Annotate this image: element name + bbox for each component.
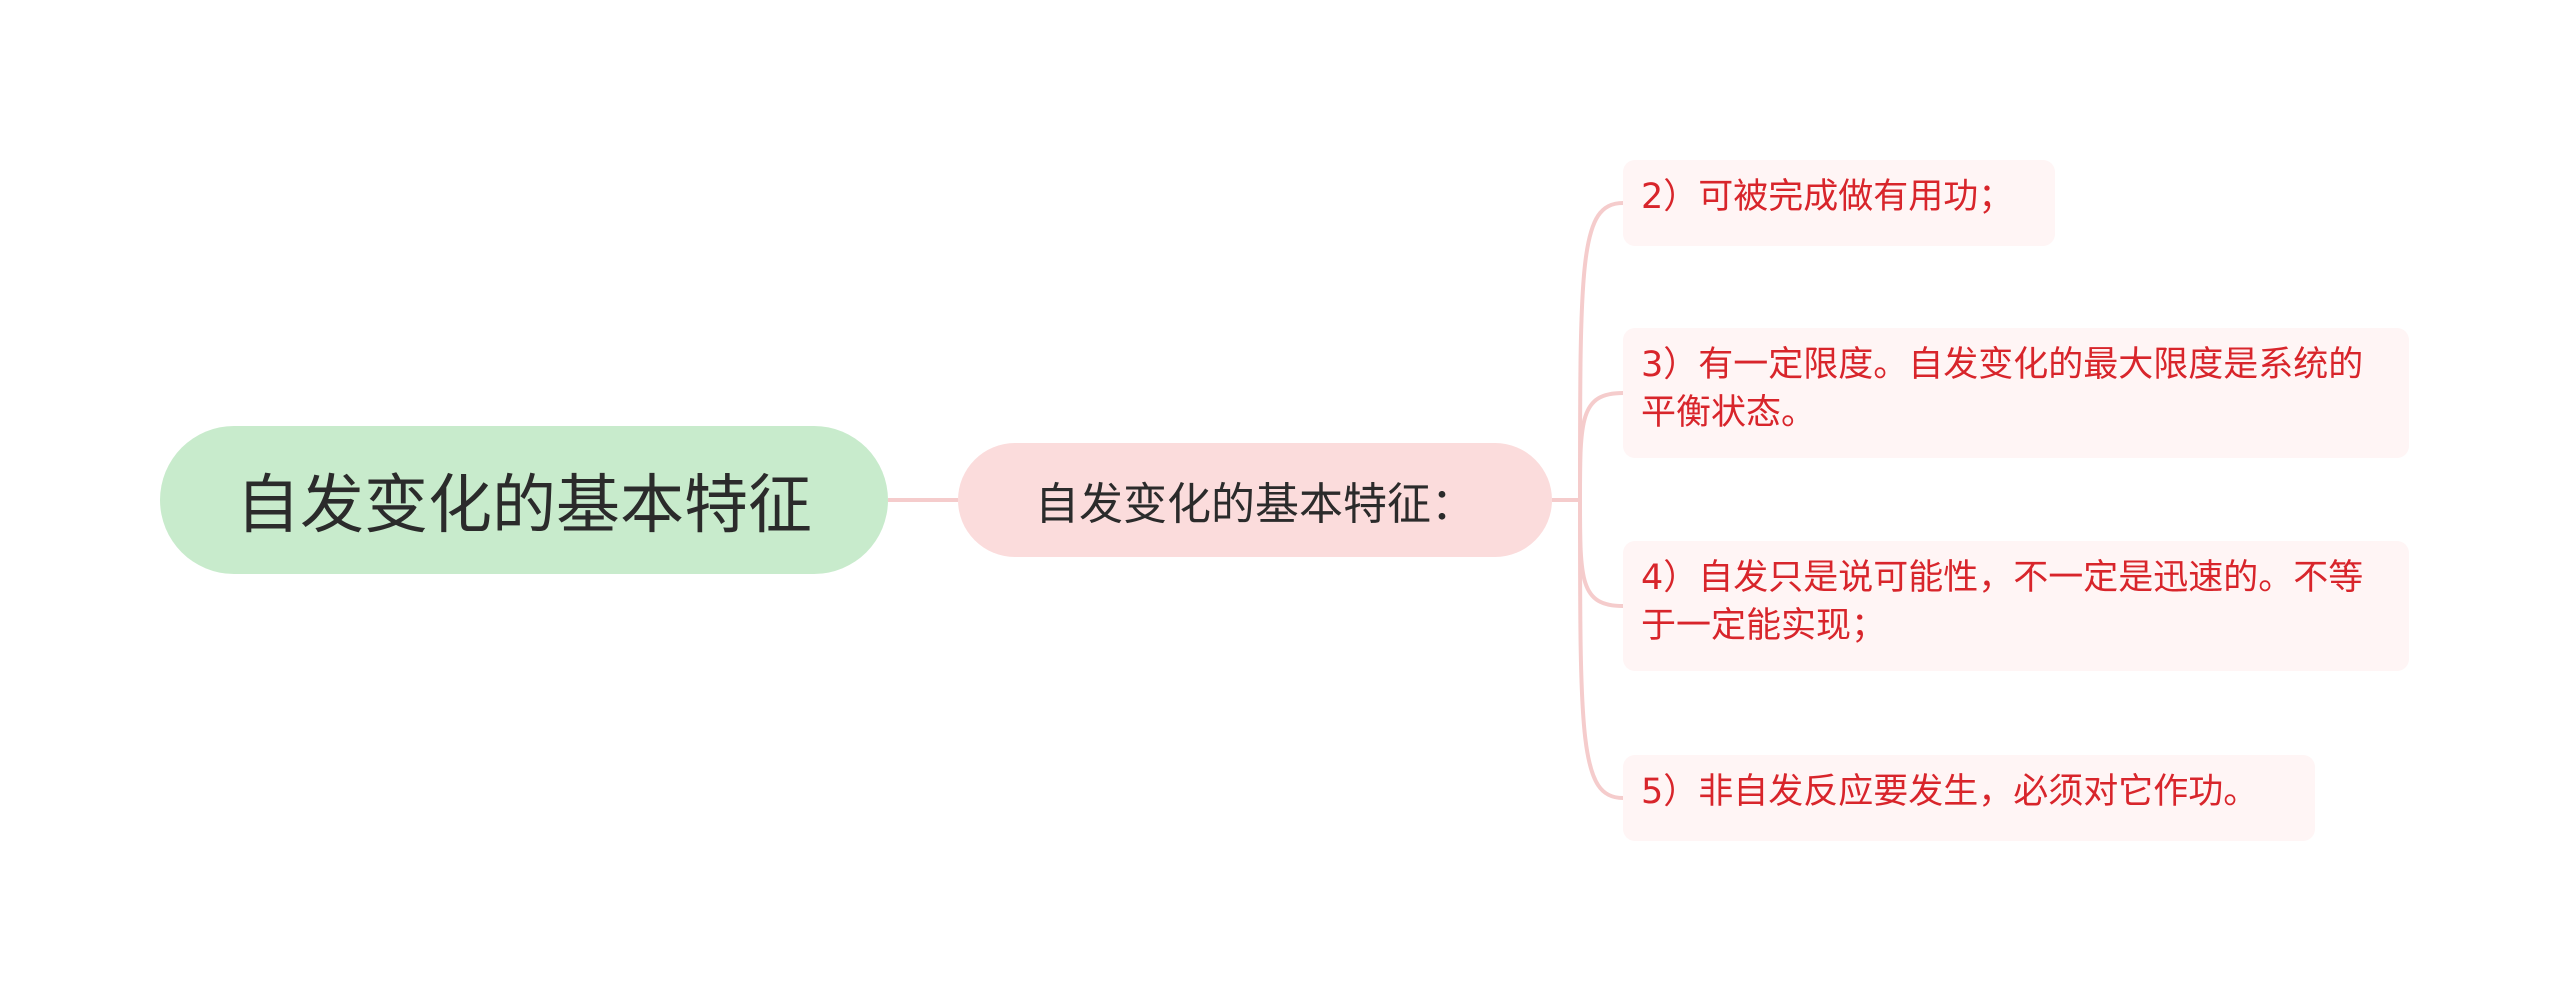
subtopic-node-5[interactable]: 5）非自发反应要发生，必须对它作功。	[1623, 755, 2315, 841]
subtopic-label: 3）有一定限度。自发变化的最大限度是系统的平衡状态。	[1641, 345, 2364, 433]
connector-to-subtopic-2	[1578, 201, 1624, 501]
subtopic-label: 5）非自发反应要发生，必须对它作功。	[1641, 772, 2259, 812]
subtopic-label: 4）自发只是说可能性，不一定是迅速的。不等于一定能实现；	[1641, 558, 2364, 646]
main-topic-label: 自发变化的基本特征：	[1035, 479, 1475, 530]
subtopic-label: 2）可被完成做有用功；	[1641, 177, 2014, 217]
connector-to-subtopic-4	[1578, 499, 1624, 608]
connector-to-subtopic-5	[1578, 499, 1624, 800]
subtopic-node-4[interactable]: 4）自发只是说可能性，不一定是迅速的。不等于一定能实现；	[1623, 541, 2409, 671]
root-node-label: 自发变化的基本特征	[236, 469, 812, 543]
connector-to-subtopic-3	[1578, 391, 1624, 501]
subtopic-node-3[interactable]: 3）有一定限度。自发变化的最大限度是系统的平衡状态。	[1623, 328, 2409, 458]
subtopic-node-2[interactable]: 2）可被完成做有用功；	[1623, 160, 2055, 246]
root-node[interactable]: 自发变化的基本特征	[160, 426, 888, 574]
main-topic-node[interactable]: 自发变化的基本特征：	[958, 443, 1552, 557]
